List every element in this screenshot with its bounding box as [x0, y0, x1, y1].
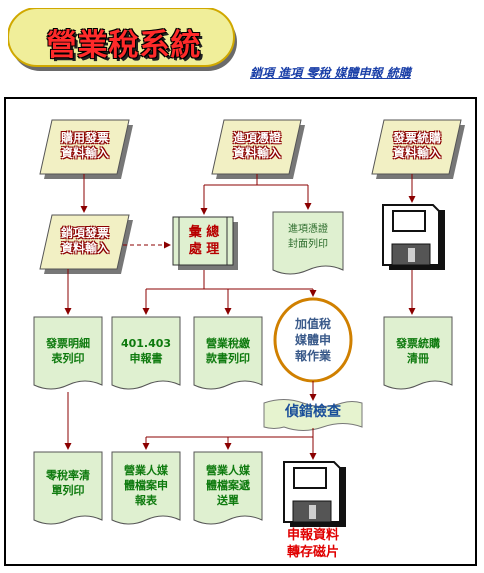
summary-label: 彙 總處 理	[188, 225, 220, 257]
report-401-doc	[111, 316, 181, 390]
purchase-list-label: 發票統購清冊	[396, 337, 440, 365]
input-sales-shape	[39, 214, 133, 274]
invoice-detail-doc	[33, 316, 103, 390]
page-title: 營業稅系統	[46, 28, 202, 63]
invoice-detail-label: 發票明細表列印	[46, 337, 90, 365]
flow-connectors	[64, 174, 416, 460]
media-send-doc	[193, 451, 263, 525]
media-report-label: 營業人媒體檔案申報表	[124, 464, 168, 507]
input-voucher-label: 進項憑證資料輸入	[232, 131, 281, 160]
diagram-frame	[4, 97, 477, 566]
summary-process-shape	[172, 216, 238, 270]
media-send-label: 營業人媒體檔案遞送單	[206, 464, 250, 507]
tax-payment-doc	[193, 316, 263, 390]
zero-tax-doc	[33, 451, 103, 525]
purchase-list-doc	[383, 316, 453, 390]
input-purchase-label: 發票統購資料輸入	[392, 131, 441, 160]
input-voucher-shape	[211, 119, 305, 179]
voucher-cover-label: 進項憑證封面列印	[288, 224, 328, 250]
subtitle-link[interactable]: 銷項 進項 零稅 媒體申報 統購	[250, 66, 411, 80]
tax-payment-label: 營業稅繳款書列印	[206, 337, 250, 365]
input-invoice-label: 購用發票資料輸入	[60, 131, 109, 160]
title-badge: 營業稅系統	[7, 7, 240, 74]
title-badge-shape	[7, 7, 237, 71]
media-report-doc	[111, 451, 181, 525]
zero-tax-label: 零稅率清單列印	[46, 469, 90, 497]
error-check-label: 偵錯檢查	[285, 404, 341, 420]
voucher-cover-doc	[272, 211, 344, 275]
disk-save-label: 申報資料轉存磁片	[286, 528, 339, 560]
input-purchase-shape	[371, 119, 465, 179]
floppy-disk-icon	[382, 204, 445, 270]
input-invoice-shape	[39, 119, 133, 179]
input-sales-label: 銷項發票資料輸入	[60, 226, 109, 255]
error-check-banner	[263, 399, 363, 431]
floppy-disk-save-icon	[283, 461, 346, 527]
vat-media-label: 加值稅媒體申報作業	[294, 317, 331, 363]
